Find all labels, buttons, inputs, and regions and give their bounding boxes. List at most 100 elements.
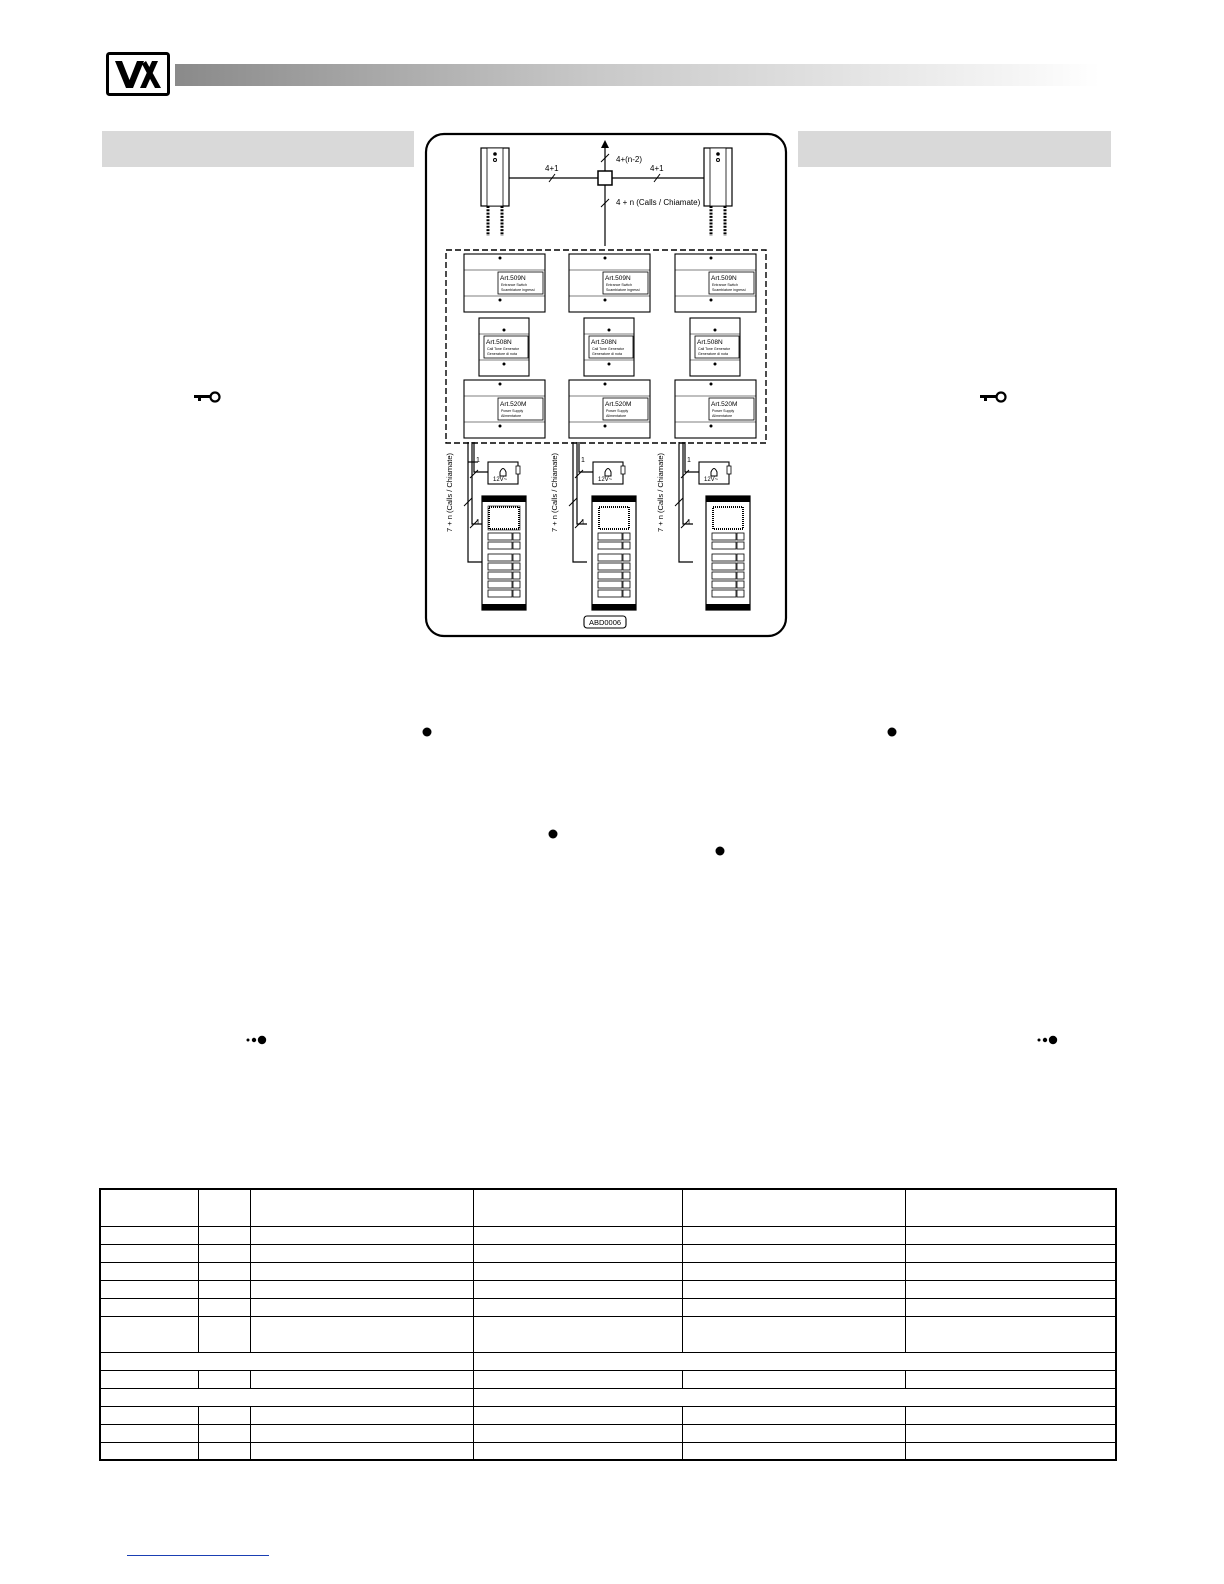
module-switch-art: Art.509N [605, 275, 631, 282]
table-cell [197, 1261, 251, 1281]
right-bus-label: 4+1 [650, 164, 664, 173]
table-cell [904, 1441, 1117, 1461]
lock-cable-count: 1 [476, 457, 480, 464]
lock-voltage-label: 12V~ [704, 477, 719, 483]
table-cell [197, 1315, 251, 1353]
table-cell [99, 1225, 199, 1245]
wiring-diagram: 4+(n-2) 4+1 4+1 4 + n (Calls / Chiamate)… [424, 132, 788, 638]
table-section-row [99, 1351, 1117, 1371]
lock-voltage-label: 12V~ [598, 477, 613, 483]
figure-code: ABD0006 [589, 618, 621, 627]
left-bus-label: 4+1 [545, 164, 559, 173]
table-cell [472, 1188, 683, 1227]
table-cell [904, 1405, 1117, 1425]
table-cell [99, 1369, 199, 1389]
interphone-left [480, 147, 510, 236]
table-row [99, 1225, 1117, 1245]
table-cell [249, 1243, 474, 1263]
table-cell [99, 1351, 474, 1371]
table-cell [472, 1405, 683, 1425]
table-cell [472, 1279, 683, 1299]
footer-link[interactable] [127, 1555, 269, 1556]
panel-cable-desc: 7 + n (Calls / Chiamate) [445, 453, 454, 532]
column-3: Art.509N Entrance Switch Scambiatore ing… [656, 253, 757, 611]
dot-icon [887, 727, 897, 737]
table-cell [904, 1297, 1117, 1317]
table-cell [681, 1243, 906, 1263]
module-power-art: Art.520M [605, 401, 631, 408]
table-cell [904, 1315, 1117, 1353]
table-cell [99, 1405, 199, 1425]
table-cell [472, 1225, 683, 1245]
lock-cable-count: 1 [687, 457, 691, 464]
module-switch-line1: Entrance Switch [712, 283, 738, 287]
module-power-art: Art.520M [711, 401, 737, 408]
lock-cable-count: 1 [581, 457, 585, 464]
table-cell [197, 1423, 251, 1443]
door-release-icon [246, 1035, 267, 1045]
table-cell [681, 1405, 906, 1425]
table-cell [904, 1369, 1117, 1389]
table-cell [99, 1279, 199, 1299]
module-tone-art: Art.508N [591, 339, 617, 346]
key-icon [980, 391, 1007, 403]
table-row [99, 1279, 1117, 1299]
column-2: Art.509N Entrance Switch Scambiatore ing… [550, 253, 651, 611]
table-cell [197, 1279, 251, 1299]
module-switch-line2: Scambiatore ingressi [712, 288, 746, 292]
table-cell [99, 1315, 199, 1353]
table-cell [99, 1297, 199, 1317]
table-cell [904, 1279, 1117, 1299]
table-cell [681, 1225, 906, 1245]
module-switch-art: Art.509N [500, 275, 526, 282]
brand-logo [106, 52, 170, 96]
table-cell [472, 1387, 1117, 1407]
module-power-art: Art.520M [500, 401, 526, 408]
bus-up-label: 4+(n-2) [616, 155, 642, 164]
table-cell [472, 1441, 683, 1461]
section-bar-left [102, 131, 414, 167]
table-cell [472, 1261, 683, 1281]
module-power-line1: Power Supply [606, 409, 628, 413]
module-tone-line1: Call Tone Generator [487, 347, 520, 351]
table-cell [249, 1225, 474, 1245]
table-cell [249, 1405, 474, 1425]
table-cell [197, 1225, 251, 1245]
table-row [99, 1441, 1117, 1461]
table-cell [681, 1297, 906, 1317]
module-power-line2: Alimentatore [712, 414, 732, 418]
table-row [99, 1369, 1117, 1389]
lock-voltage-label: 12V~ [493, 477, 508, 483]
table-cell [249, 1261, 474, 1281]
table-row [99, 1261, 1117, 1281]
module-tone-art: Art.508N [486, 339, 512, 346]
dot-icon [422, 727, 432, 737]
module-switch-line1: Entrance Switch [606, 283, 632, 287]
table-cell [249, 1369, 474, 1389]
table-cell [197, 1441, 251, 1461]
module-power-line1: Power Supply [501, 409, 523, 413]
table-cell [249, 1279, 474, 1299]
table-cell [99, 1441, 199, 1461]
dot-icon [548, 829, 558, 839]
table-row [99, 1423, 1117, 1443]
panel-cable-desc: 7 + n (Calls / Chiamate) [550, 453, 559, 532]
module-switch-line1: Entrance Switch [501, 283, 527, 287]
module-tone-art: Art.508N [697, 339, 723, 346]
module-power-line1: Power Supply [712, 409, 734, 413]
table-cell [197, 1369, 251, 1389]
module-switch-line2: Scambiatore ingressi [501, 288, 535, 292]
header-gradient-bar [175, 64, 1100, 86]
module-tone-line1: Call Tone Generator [698, 347, 731, 351]
section-bar-right [798, 131, 1111, 167]
interphone-right [703, 147, 733, 236]
table-cell [472, 1351, 1117, 1371]
table-cell [681, 1369, 906, 1389]
table-cell [904, 1243, 1117, 1263]
table-cell [681, 1423, 906, 1443]
module-switch-line2: Scambiatore ingressi [606, 288, 640, 292]
module-tone-line2: Generatore di nota [592, 352, 622, 356]
table-row [99, 1297, 1117, 1317]
panel-cable-count: 1 [581, 519, 585, 526]
panel-cable-count: 1 [476, 519, 480, 526]
